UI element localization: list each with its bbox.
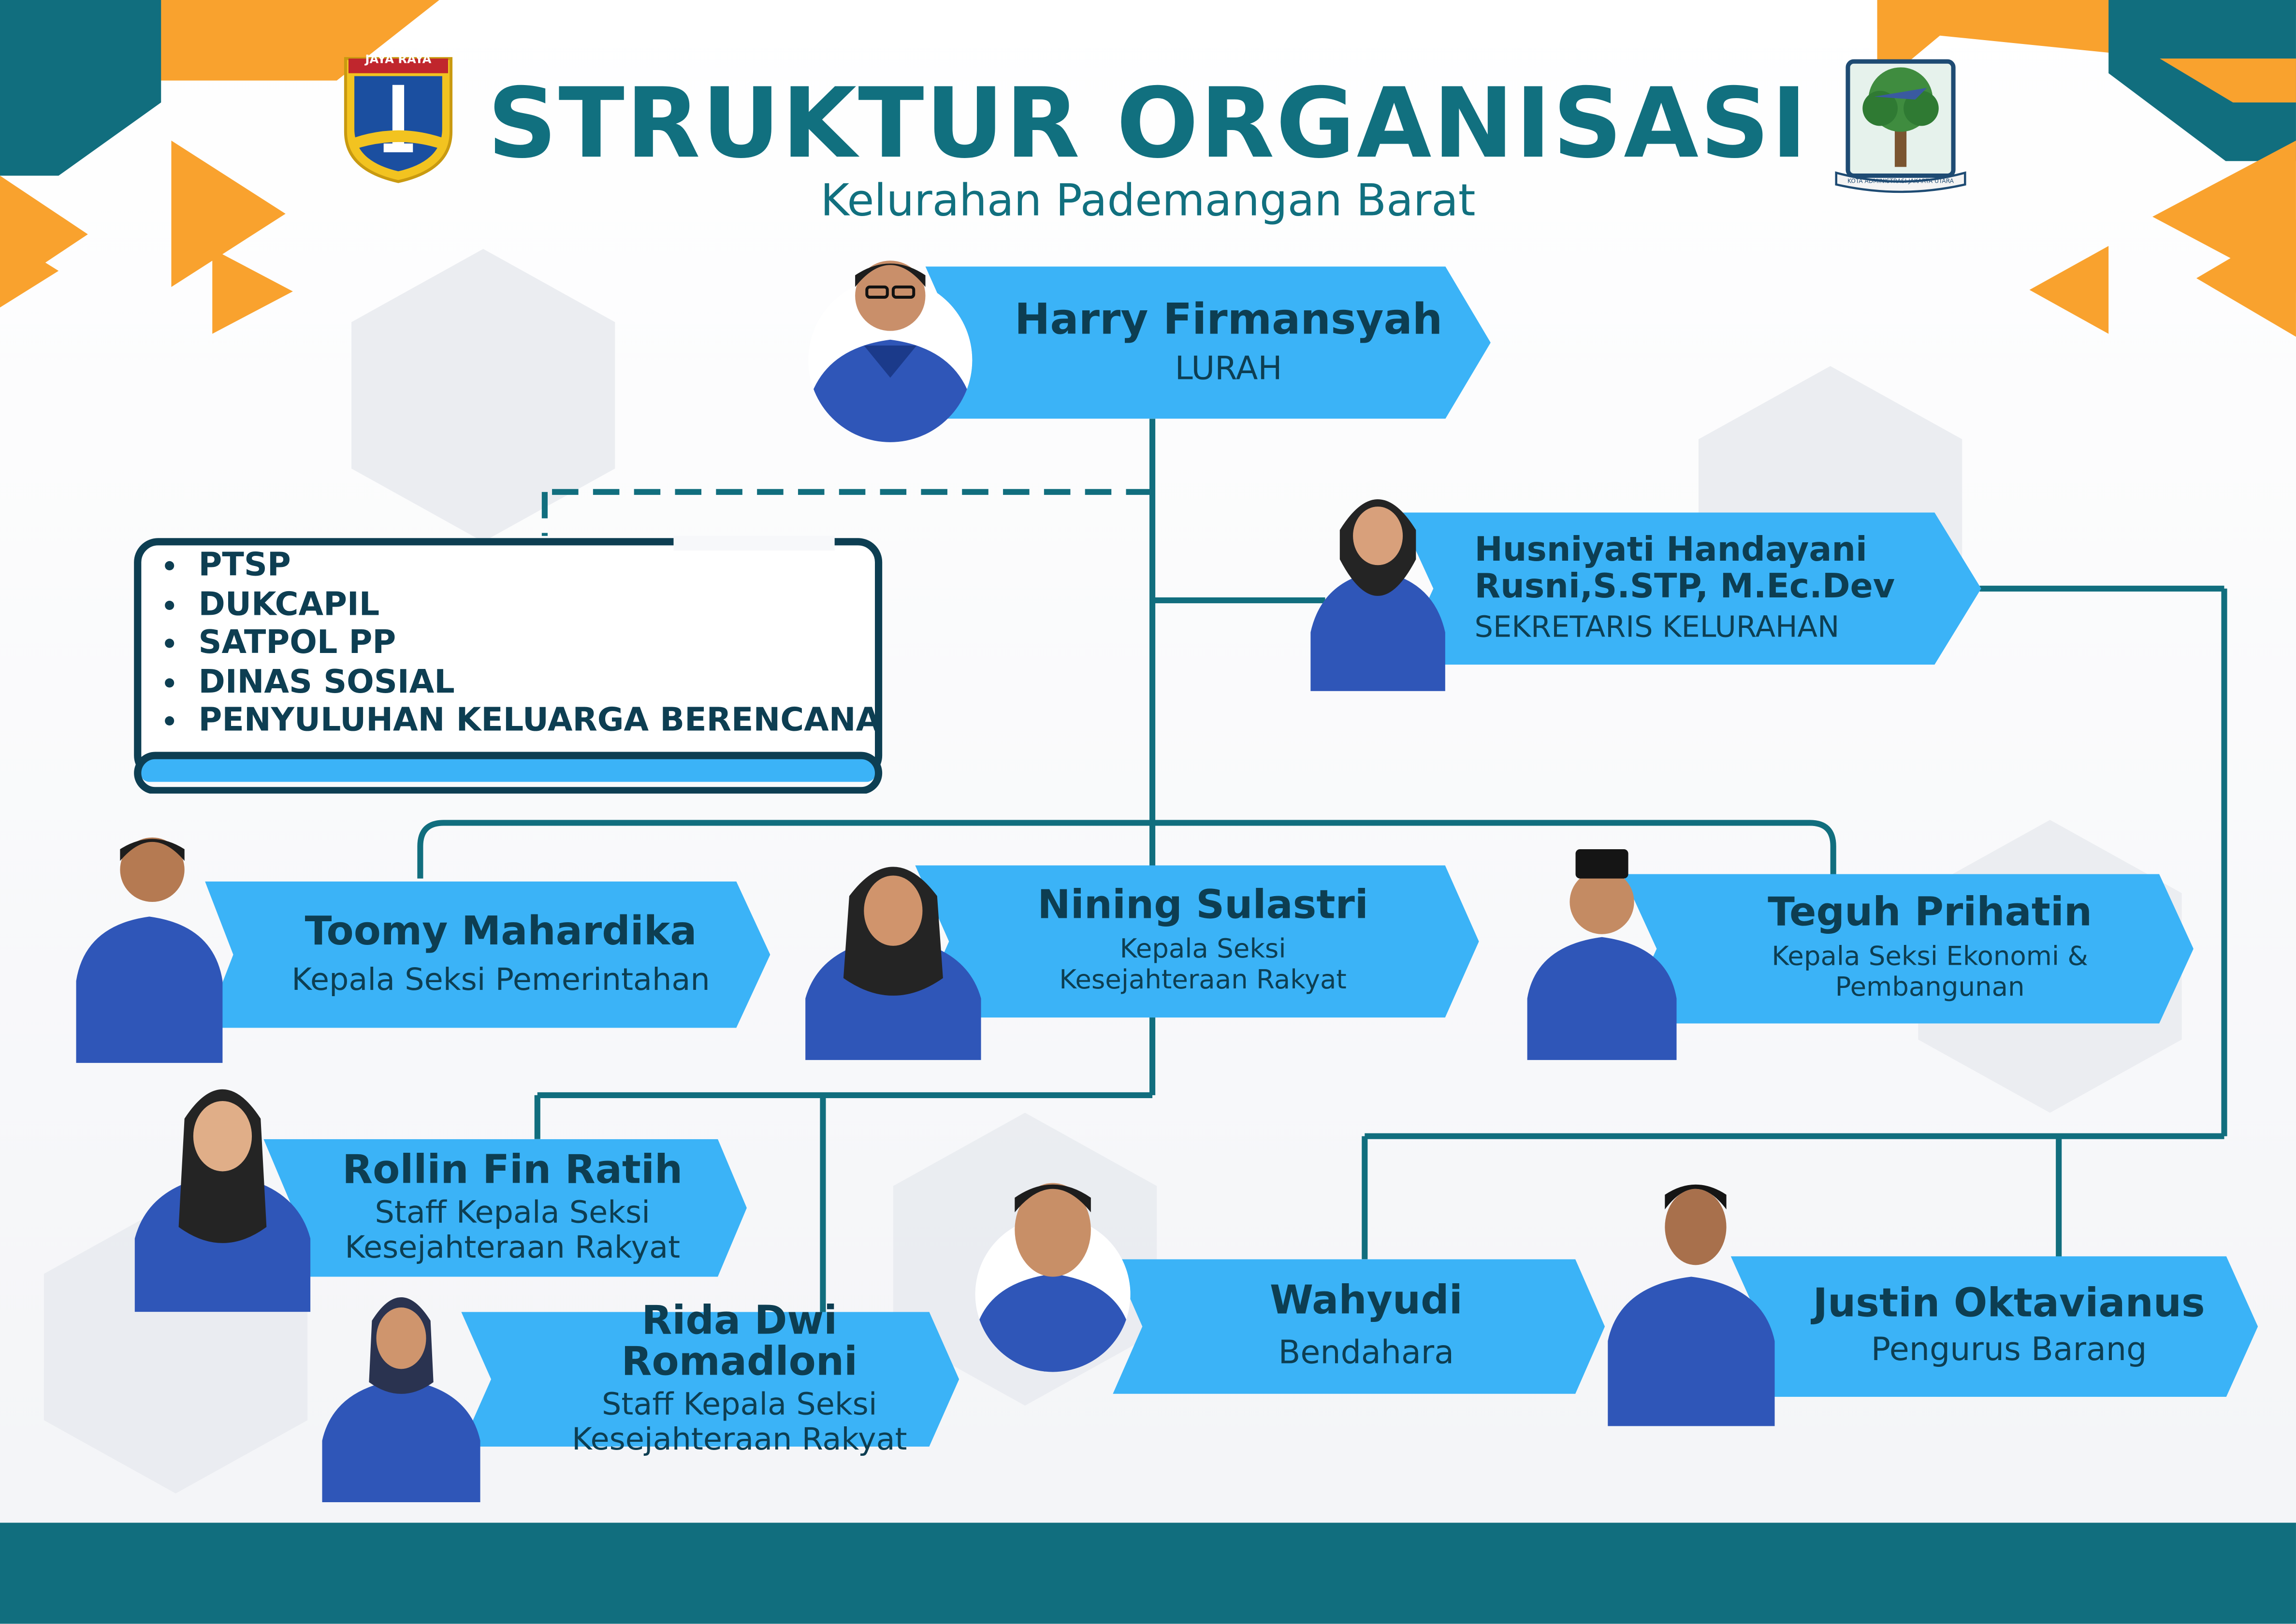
footer-band xyxy=(0,1522,2296,1624)
seksi-kesra-card: Nining Sulastri Kepala Seksi Kesejahtera… xyxy=(915,865,1479,1018)
seksi-pemerintahan-photo xyxy=(76,837,223,1063)
staff-kesra-2-role-line2: Kesejahteraan Rakyat xyxy=(571,1422,907,1458)
staff-kesra-1-card: Rollin Fin Ratih Staff Kepala Seksi Kese… xyxy=(263,1139,747,1277)
seksi-pemerintahan-name: Toomy Mahardika xyxy=(305,909,697,955)
jaya-raya-logo xyxy=(344,57,453,183)
sekretaris-name-line2: Rusni,S.STP, M.Ec.Dev xyxy=(1474,567,1895,606)
bendahara-photo xyxy=(975,1183,1131,1372)
list-item: PTSP xyxy=(161,548,881,586)
seksi-ekbang-name: Teguh Prihatin xyxy=(1768,890,2093,936)
bendahara-card: Wahyudi Bendahara xyxy=(1113,1259,1605,1394)
seksi-ekbang-role-line2: Pembangunan xyxy=(1835,972,2025,1003)
staff-kesra-1-name: Rollin Fin Ratih xyxy=(342,1147,683,1193)
pengurus-barang-card: Justin Oktavianus Pengurus Barang xyxy=(1730,1256,2258,1397)
pengurus-barang-photo xyxy=(1608,1184,1775,1426)
staff-kesra-2-card: Rida Dwi Romadloni Staff Kepala Seksi Ke… xyxy=(461,1300,959,1457)
lurah-role: LURAH xyxy=(1175,350,1282,388)
staff-kesra-2-role-line1: Staff Kepala Seksi xyxy=(602,1387,877,1422)
seksi-kesra-name: Nining Sulastri xyxy=(1037,883,1368,929)
lurah-name: Harry Firmansyah xyxy=(1014,294,1443,345)
seksi-kesra-role-line2: Kesejahteraan Rakyat xyxy=(1059,965,1347,996)
coordination-units-list: PTSP DUKCAPIL SATPOL PP DINAS SOSIAL PEN… xyxy=(161,548,881,741)
lurah-card: Harry Firmansyah LURAH xyxy=(925,266,1491,419)
page-title: STRUKTUR ORGANISASI xyxy=(487,67,1809,180)
pengurus-barang-role: Pengurus Barang xyxy=(1871,1332,2147,1368)
page-subtitle: Kelurahan Pademangan Barat xyxy=(820,175,1476,227)
seksi-pemerintahan-role: Kepala Seksi Pemerintahan xyxy=(291,962,710,998)
seksi-pemerintahan-card: Toomy Mahardika Kepala Seksi Pemerintaha… xyxy=(205,881,770,1028)
list-item: DINAS SOSIAL xyxy=(161,664,881,703)
list-item: DUKCAPIL xyxy=(161,586,881,625)
seksi-kesra-photo xyxy=(805,867,981,1060)
staff-kesra-1-photo xyxy=(134,1089,311,1312)
seksi-kesra-role-line1: Kepala Seksi xyxy=(1119,935,1286,966)
sekretaris-card: Husniyati Handayani Rusni,S.STP, M.Ec.De… xyxy=(1398,512,1981,665)
jakarta-utara-logo xyxy=(1835,59,1966,193)
corner-teal-shape xyxy=(0,0,161,176)
jakarta-utara-logo-label: KOTA ADMINISTRASI JAKARTA UTARA xyxy=(1847,177,1954,185)
staff-kesra-1-role-line2: Kesejahteraan Rakyat xyxy=(345,1230,681,1265)
staff-kesra-1-role-line1: Staff Kepala Seksi xyxy=(375,1195,651,1230)
seksi-ekbang-role-line1: Kepala Seksi Ekonomi & xyxy=(1772,942,2088,973)
sekretaris-photo xyxy=(1310,499,1445,691)
staff-kesra-2-photo xyxy=(322,1297,480,1503)
pengurus-barang-name: Justin Oktavianus xyxy=(1813,1281,2205,1327)
bendahara-role: Bendahara xyxy=(1278,1334,1454,1371)
seksi-ekbang-photo xyxy=(1527,849,1677,1060)
bendahara-name: Wahyudi xyxy=(1269,1278,1463,1324)
sekretaris-role: SEKRETARIS KELURAHAN xyxy=(1474,609,1840,644)
seksi-ekbang-card: Teguh Prihatin Kepala Seksi Ekonomi & Pe… xyxy=(1622,874,2194,1024)
lurah-photo xyxy=(808,261,973,442)
list-item: PENYULUHAN KELUARGA BERENCANA xyxy=(161,703,881,741)
jaya-raya-logo-label: JAYA RAYA xyxy=(365,53,432,66)
list-item: SATPOL PP xyxy=(161,625,881,664)
sekretaris-name-line1: Husniyati Handayani xyxy=(1474,532,1867,570)
staff-kesra-2-name: Rida Dwi Romadloni xyxy=(621,1298,858,1385)
coordination-units-box: PTSP DUKCAPIL SATPOL PP DINAS SOSIAL PEN… xyxy=(132,536,885,794)
